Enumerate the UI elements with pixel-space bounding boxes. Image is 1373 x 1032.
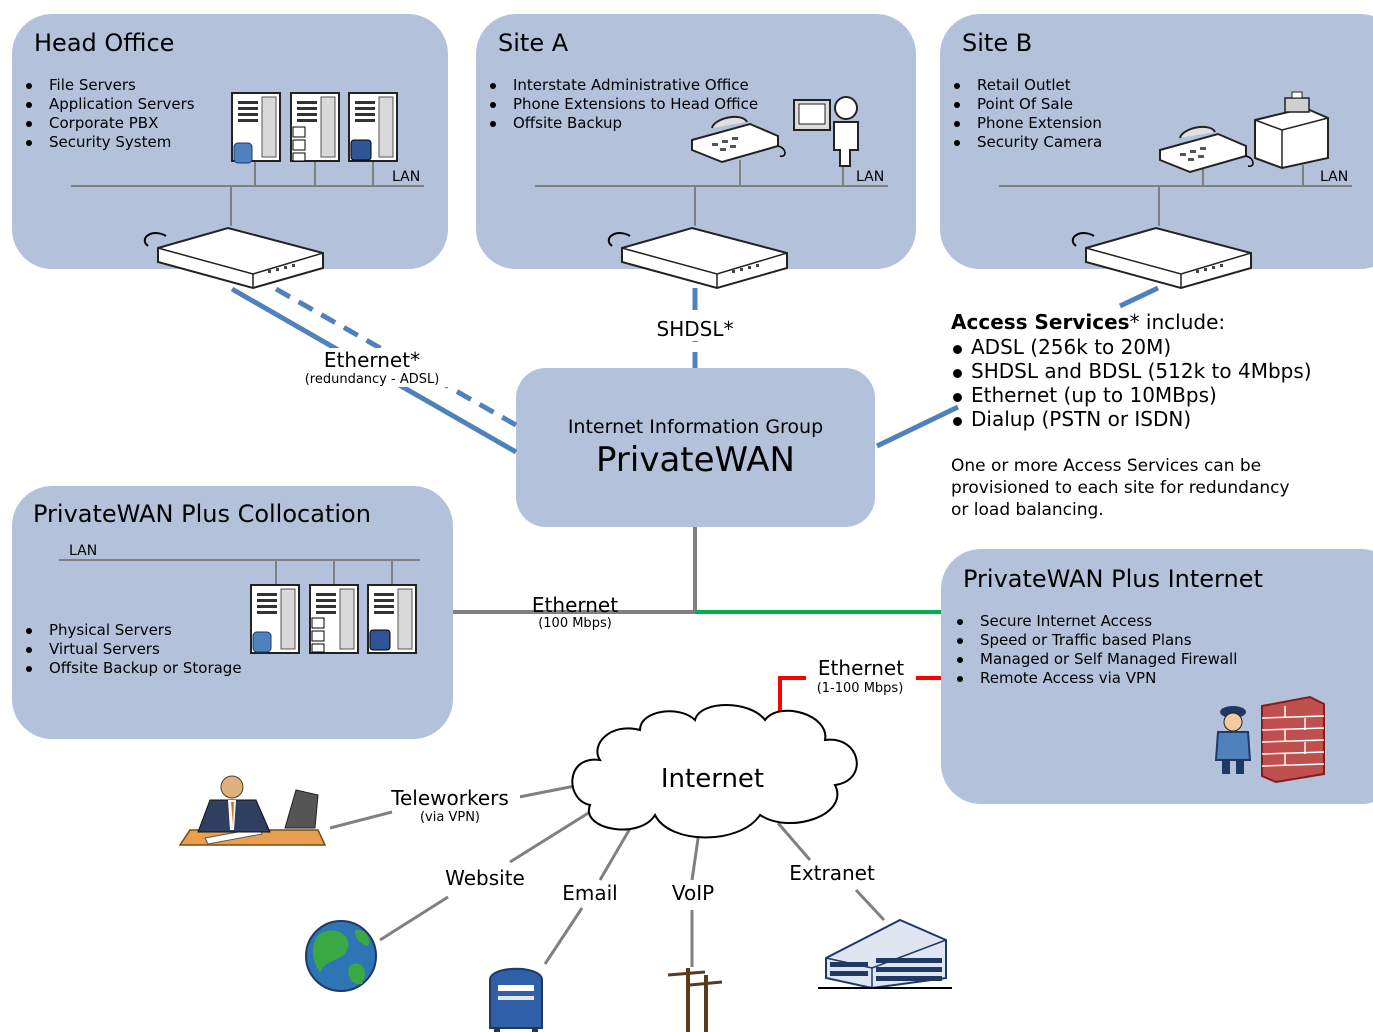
list-item: Physical Servers [24,621,242,640]
globe-icon [305,920,377,992]
server-icon [290,92,340,162]
lan-label: LAN [856,169,885,185]
lan-label: LAN [1320,169,1349,185]
point-of-sale-icon [1254,91,1329,170]
collocation-link-sub: (100 Mbps) [538,616,612,631]
access-services-note: One or more Access Services can be provi… [951,455,1290,521]
server-icon [348,92,398,162]
server-icon [367,584,417,654]
list-item: Speed or Traffic based Plans [955,631,1237,650]
list-item: Security Camera [952,133,1102,152]
collocation-link-label: Ethernet [531,593,619,617]
office-building-icon [818,918,952,990]
firewall-icon [1261,695,1325,784]
list-item: Interstate Administrative Office [488,76,758,95]
website-label: Website [435,866,535,890]
head-office-title: Head Office [34,29,175,57]
list-item: Point Of Sale [952,95,1102,114]
list-item: File Servers [24,76,195,95]
utility-pole-icon [667,968,723,1032]
list-item: Phone Extensions to Head Office [488,95,758,114]
head-office-link-label: Ethernet* [302,348,442,372]
head-office-link-sub: (redundancy - ADSL) [292,372,452,387]
router-icon [607,227,788,289]
head-office-list: File Servers Application Servers Corpora… [24,76,195,152]
user-computer-icon [793,96,859,167]
list-item: Managed or Self Managed Firewall [955,650,1237,669]
site-a-list: Interstate Administrative Office Phone E… [488,76,758,133]
router-icon [1071,227,1252,289]
internet-link-sub: (1-100 Mbps) [800,681,920,696]
list-item: Retail Outlet [952,76,1102,95]
core-subtitle: Internet Information Group [567,416,824,438]
voip-label: VoIP [656,881,730,905]
list-item: Offsite Backup [488,114,758,133]
collocation-list: Physical Servers Virtual Servers Offsite… [24,621,242,678]
server-icon [309,584,359,654]
list-item: Ethernet (up to 10MBps) [951,383,1312,407]
internet-panel-list: Secure Internet Access Speed or Traffic … [955,612,1237,688]
collocation-title: PrivateWAN Plus Collocation [33,500,371,528]
note-line: One or more Access Services can be [951,456,1262,476]
list-item: Offsite Backup or Storage [24,659,242,678]
server-icon [231,92,281,164]
lan-label: LAN [69,543,98,559]
access-services-heading-rest: * include: [1129,310,1226,334]
list-item: ADSL (256k to 20M) [951,335,1312,359]
site-b-list: Retail Outlet Point Of Sale Phone Extens… [952,76,1102,152]
teleworkers-sub: (via VPN) [400,810,500,825]
teleworkers-label: Teleworkers [380,786,520,810]
list-item: Virtual Servers [24,640,242,659]
list-item: SHDSL and BDSL (512k to 4Mbps) [951,359,1312,383]
internet-link-label: Ethernet [806,656,916,680]
internet-panel-title: PrivateWAN Plus Internet [963,565,1263,593]
site-b-title: Site B [962,29,1033,57]
email-label: Email [548,881,632,905]
site-a-link-label: SHDSL* [640,317,750,341]
list-item: Phone Extension [952,114,1102,133]
access-services-heading: Access Services* include: [951,310,1225,334]
privatewan-core [516,368,875,527]
server-icon [250,584,300,654]
businessman-laptop-icon [178,775,327,846]
phone-icon [1159,125,1255,173]
list-item: Application Servers [24,95,195,114]
list-item: Dialup (PSTN or ISDN) [951,407,1312,431]
list-item: Secure Internet Access [955,612,1237,631]
cloud-icon [571,704,858,839]
lan-label: LAN [392,169,421,185]
core-title: PrivateWAN [596,440,795,480]
list-item: Security System [24,133,195,152]
access-services-list: ADSL (256k to 20M) SHDSL and BDSL (512k … [951,335,1312,431]
router-icon [143,227,324,289]
internet-cloud-label: Internet [660,764,765,794]
access-services-heading-bold: Access Services [951,310,1130,334]
mailbox-icon [489,967,543,1032]
list-item: Remote Access via VPN [955,669,1237,688]
note-line: provisioned to each site for redundancy [951,478,1290,498]
list-item: Corporate PBX [24,114,195,133]
site-a-title: Site A [498,29,569,57]
note-line: or load balancing. [951,500,1104,520]
extranet-label: Extranet [780,861,884,885]
security-guard-icon [1214,706,1252,774]
